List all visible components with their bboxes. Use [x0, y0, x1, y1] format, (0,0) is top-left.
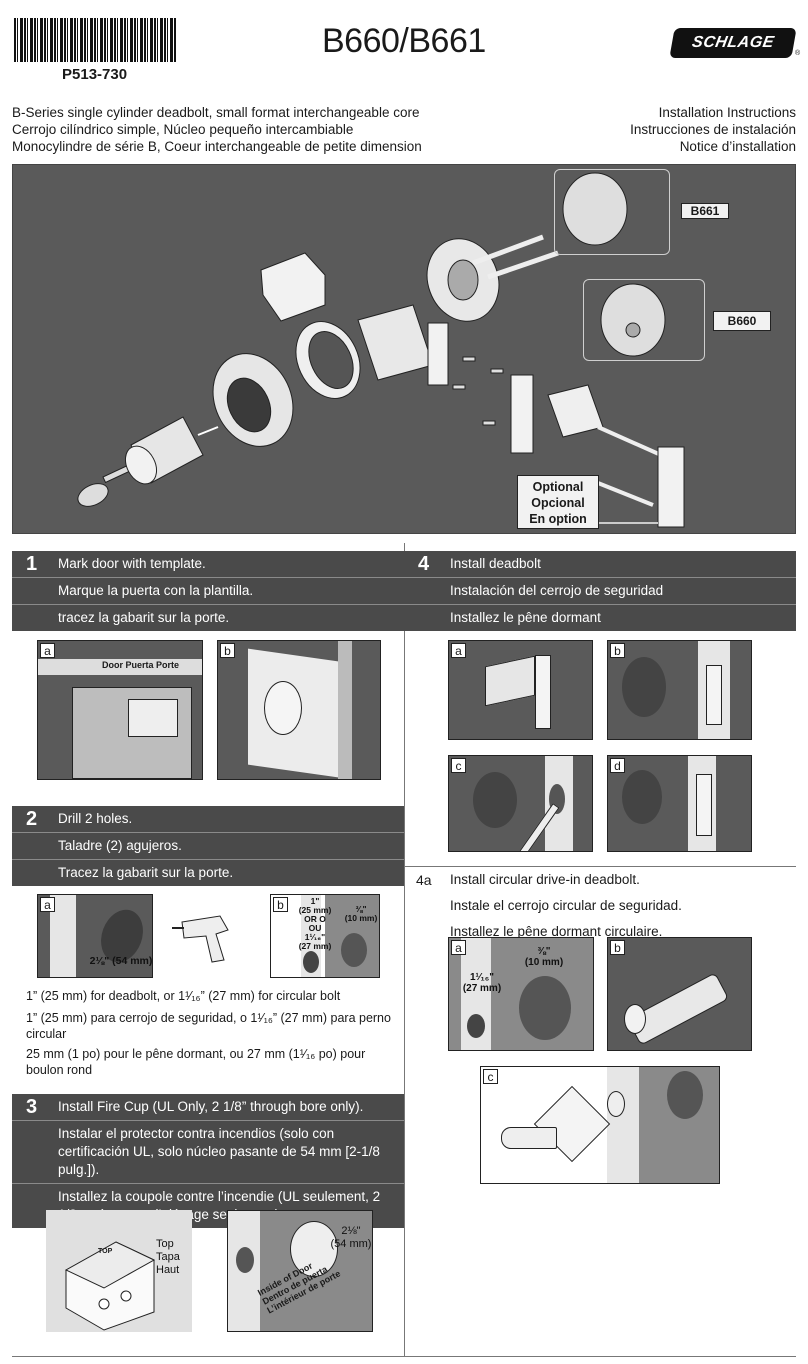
step-1-figure-a: a Door Puerta Porte [37, 640, 203, 780]
optional-es: Opcional [531, 496, 585, 510]
part-number: P513-730 [62, 66, 128, 83]
step-4-header: 4 Install deadbolt Instalación del cerroj… [404, 551, 796, 631]
step-4a-header: 4a Install circular drive-in deadbolt. In… [404, 867, 796, 945]
hammer-icon [501, 1127, 557, 1149]
step-3-header: 3 Install Fire Cup (UL Only, 2 1/8” throu… [12, 1094, 404, 1228]
step-2-fr: Tracez la gabarit sur la porte. [58, 865, 234, 880]
figure-letter-a: a [40, 643, 55, 658]
b660-inset [583, 279, 705, 361]
step-3-number: 3 [26, 1095, 38, 1118]
step-4a-fr: Installez le pêne dormant circulaire. [450, 924, 663, 939]
drill-icon [170, 900, 250, 970]
step-2-number: 2 [26, 807, 38, 830]
edge-bore-dimension: 1" (25 mm) OR O OU 1¹⁄₁₆" (27 mm) [298, 896, 332, 951]
product-description: B-Series single cylinder deadbolt, small… [12, 104, 422, 155]
doc-type-es: Instrucciones de instalación [630, 122, 796, 137]
figure-letter-d: d [610, 758, 625, 773]
drive-in-pin-dimension: ⅜" (10 mm) [524, 946, 564, 968]
step-2-es: Taladre (2) agujeros. [58, 838, 182, 853]
step-1-es: Marque la puerta con la plantilla. [58, 583, 254, 598]
step-3-es: Instalar el protector contra incendios (… [58, 1126, 380, 1177]
optional-fr: En option [529, 512, 587, 526]
figure-letter-a: a [451, 643, 466, 658]
step-1-fr: tracez la gabarit sur la porte. [58, 610, 230, 625]
registered-mark: ® [795, 50, 801, 57]
barcode [14, 18, 176, 62]
step-4a-figure-c: c [480, 1066, 720, 1184]
cylinder-illustration [124, 416, 219, 485]
exploded-view-illustration: B661 B660 Optional Opcional En option [12, 164, 796, 534]
b660-label: B660 [713, 311, 771, 331]
figure-letter-b: b [610, 643, 625, 658]
step-1-figure-b: b [217, 640, 381, 780]
dust-box [547, 384, 604, 438]
figure-letter-b: b [220, 643, 235, 658]
exploded-view-drawing [77, 172, 685, 528]
description-fr: Monocylindre de série B, Coeur interchan… [12, 139, 422, 154]
figure-letter-b: b [273, 897, 288, 912]
step-4-figure-d: d [607, 755, 752, 852]
optional-label: Optional Opcional En option [517, 475, 599, 529]
step-4-figure-b: b [607, 640, 752, 740]
figure-letter-a: a [451, 940, 466, 955]
bore-dimension: 2⅛" (54 mm) [89, 955, 153, 967]
step-1-header: 1 Mark door with template. Marque la puer… [12, 551, 404, 631]
top-label-stack: Top Tapa Haut [156, 1238, 192, 1277]
step-4a-rule [404, 866, 796, 867]
step-2-figure-a: a 2⅛" (54 mm) [37, 894, 153, 978]
top-mark: TOP [98, 1248, 113, 1255]
doc-type-en: Installation Instructions [658, 105, 796, 120]
column-divider [404, 543, 405, 1356]
step-3-figure-firecup: TOP Top Tapa Haut [46, 1210, 192, 1332]
step-3-figure-door: 2⅛" (54 mm) Inside of Door Dentro de pue… [227, 1210, 373, 1332]
top-es: Tapa [156, 1251, 180, 1263]
step-4a-es: Instale el cerrojo circular de seguridad… [450, 898, 682, 913]
top-fr: Haut [156, 1264, 180, 1276]
step-4-figure-a: a [448, 640, 593, 740]
step-4-figure-c: c [448, 755, 593, 852]
step-2-header: 2 Drill 2 holes. Taladre (2) agujeros. Tr… [12, 806, 404, 886]
schlage-logo: SCHLAGE [669, 28, 797, 58]
b661-inset [554, 169, 670, 255]
document-type: Installation Instructions Instrucciones … [630, 104, 796, 155]
step-4-es: Instalación del cerrojo de seguridad [450, 583, 664, 598]
step-2-en: Drill 2 holes. [58, 811, 133, 826]
description-en: B-Series single cylinder deadbolt, small… [12, 105, 420, 120]
figure-letter-c: c [483, 1069, 498, 1084]
step-3-en: Install Fire Cup (UL Only, 2 1/8” throug… [58, 1099, 364, 1114]
optional-en: Optional [532, 480, 584, 494]
figure-letter-a: a [40, 897, 55, 912]
step-2-note-fr: 25 mm (1 po) pour le pêne dormant, ou 27… [26, 1047, 366, 1077]
step-4-en: Install deadbolt [450, 556, 541, 571]
step-2-figure-b: b 1" (25 mm) OR O OU 1¹⁄₁₆" (27 mm) ⅜" (… [270, 894, 380, 978]
latch-bolt [357, 304, 434, 381]
step-4a-number: 4a [416, 872, 432, 888]
document-title: B660/B661 [322, 22, 486, 60]
top-en: Top [156, 1238, 174, 1250]
firecup-bore-dimension: 2⅛" (54 mm) [330, 1225, 372, 1250]
door-label: Door Puerta Porte [102, 660, 180, 670]
doc-type-fr: Notice d’installation [679, 139, 796, 154]
drive-in-bore-dimension: 1¹⁄₁₆" (27 mm) [462, 972, 502, 994]
b661-label: B661 [681, 203, 729, 219]
description-es: Cerrojo cilíndrico simple, Núcleo pequeñ… [12, 122, 354, 137]
step-4a-figure-a: a 1¹⁄₁₆" (27 mm) ⅜" (10 mm) [448, 937, 594, 1051]
step-2-note-es: 1” (25 mm) para cerrojo de seguridad, o … [26, 1011, 391, 1041]
pin-dimension: ⅜" (10 mm) [344, 904, 378, 923]
step-4-fr: Installez le pêne dormant [450, 610, 601, 625]
step-1-en: Mark door with template. [58, 556, 206, 571]
figure-letter-b: b [610, 940, 625, 955]
strike-plate [510, 374, 534, 454]
optional-strike [657, 446, 685, 528]
step-4a-en: Install circular drive-in deadbolt. [450, 872, 640, 887]
step-1-number: 1 [26, 552, 38, 575]
step-4-number: 4 [418, 552, 430, 575]
step-4a-figure-b: b [607, 937, 752, 1051]
figure-letter-c: c [451, 758, 466, 773]
bottom-rule [12, 1356, 796, 1357]
step-2-note-en: 1” (25 mm) for deadbolt, or 1¹⁄₁₆” (27 m… [26, 989, 341, 1003]
